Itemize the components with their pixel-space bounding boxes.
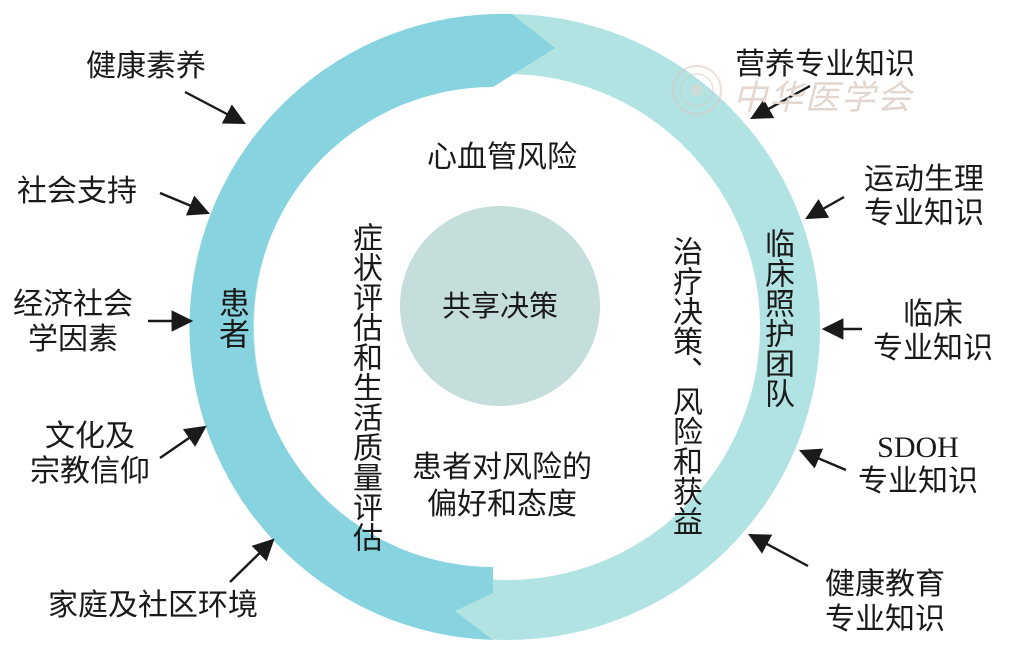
arrow-culture-religion [159, 425, 207, 459]
factor-family-community: 家庭及社区环境 [48, 588, 258, 623]
watermark-seal [672, 65, 722, 115]
patient-ring [189, 13, 555, 640]
inner-left-label: 症状评估和生活质量评估 [347, 222, 382, 552]
arrow-health-literacy [184, 90, 246, 125]
factor-socioeconomic-line2: 学因素 [28, 322, 118, 357]
factor-culture-line1: 文化及 [45, 419, 135, 454]
factor-exercise-line1: 运动生理 [864, 162, 984, 197]
factor-sdoh-line1: SDOH [877, 431, 959, 464]
inner-bottom-line2: 偏好和态度 [427, 487, 577, 522]
factor-culture-line2: 宗教信仰 [30, 454, 150, 489]
factor-nutrition: 营养专业知识 [735, 47, 915, 82]
arrow-nutrition [750, 84, 811, 120]
arrow-sdoh [799, 448, 847, 472]
factor-health-education-line1: 健康教育 [825, 567, 945, 602]
watermark-text: 中华医学会 [733, 78, 913, 118]
team-ring-label: 临床照护团队 [759, 228, 794, 408]
inner-top-label: 心血管风险 [427, 140, 577, 175]
inner-right-label: 治疗决策、风险和获益 [667, 236, 702, 536]
factor-clinical-line2: 专业知识 [873, 331, 993, 366]
arrow-health-education [748, 533, 809, 568]
factor-clinical-line1: 临床 [903, 297, 963, 332]
factor-health-education-line2: 专业知识 [825, 602, 945, 637]
factor-sdoh-line2: 专业知识 [858, 464, 978, 499]
center-circle [400, 206, 600, 406]
arrow-exercise [805, 195, 845, 220]
arrow-family-community [229, 538, 275, 583]
factor-exercise-line2: 专业知识 [864, 196, 984, 231]
factor-health-literacy: 健康素养 [86, 49, 206, 84]
center-label: 共享决策 [441, 289, 558, 323]
inner-bottom-line1: 患者对风险的 [412, 450, 592, 485]
factor-social-support: 社会支持 [17, 174, 137, 209]
patient-ring-label: 患者 [213, 287, 249, 349]
arrow-social-support [159, 191, 210, 216]
factor-socioeconomic-line1: 经济社会 [13, 287, 133, 322]
